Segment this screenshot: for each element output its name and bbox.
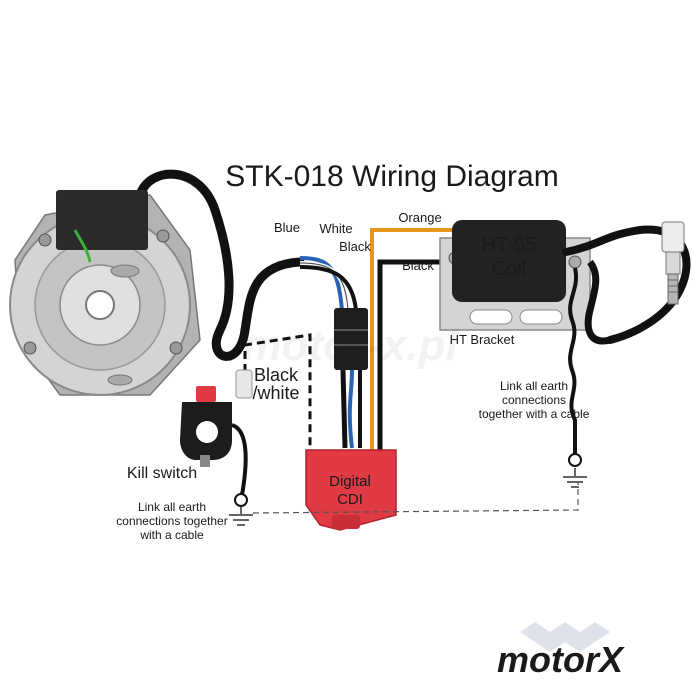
bullet-connector	[235, 369, 253, 399]
note-right-line1: Link all earth	[500, 379, 568, 393]
label-blue: Blue	[274, 220, 300, 235]
ht55-coil	[452, 220, 566, 302]
note-left-line2: connections together	[116, 514, 227, 528]
screw-icon	[169, 341, 183, 355]
cdi-label-line1: Digital	[329, 473, 371, 490]
kill-earth-wire	[231, 423, 248, 496]
coil-label-line1: HT-55	[482, 234, 536, 256]
ring-terminal-icon	[234, 493, 248, 507]
watermark-center: motor-x.pl	[242, 321, 458, 370]
black-wire	[299, 265, 358, 311]
connector-plug	[334, 308, 368, 370]
orange-wire	[370, 228, 470, 450]
label-black-white-line1: Black	[254, 365, 299, 385]
label-white: White	[319, 221, 352, 236]
screw-icon	[38, 233, 52, 247]
cdi-label-line2: CDI	[337, 491, 363, 508]
earth-icon	[563, 468, 587, 488]
ht-lead-loop	[584, 259, 611, 345]
stator	[9, 190, 201, 396]
stator-cable	[135, 169, 305, 361]
kill-switch-label: Kill switch	[127, 465, 197, 482]
diagram-title: STK-018 Wiring Diagram	[225, 160, 558, 193]
label-orange: Orange	[398, 210, 441, 225]
coil-earth-wire	[568, 267, 579, 455]
note-left-line3: with a cable	[139, 528, 204, 542]
label-ht-bracket: HT Bracket	[450, 332, 515, 347]
earth-icon	[229, 507, 253, 526]
kill-switch	[180, 386, 232, 467]
digital-cdi	[305, 449, 397, 531]
label-black: Black	[339, 239, 371, 254]
label-black-coil: Black	[402, 258, 434, 273]
earth-link-line	[252, 482, 579, 514]
ring-terminal-icon	[568, 453, 582, 467]
motorx-logo: motorX	[497, 622, 625, 680]
note-right-line2: connections	[502, 393, 566, 407]
screw-icon	[23, 341, 37, 355]
blue-wire-cdi	[347, 369, 354, 449]
note-left-line1: Link all earth	[138, 500, 206, 514]
spark-plug	[661, 221, 685, 305]
black-coil-wire	[377, 259, 450, 450]
logo-text: motorX	[497, 639, 625, 680]
screw-icon	[156, 229, 170, 243]
coil-label-line2: Coil	[492, 258, 526, 280]
pickup-block	[56, 190, 148, 250]
note-right-line3: together with a cable	[479, 407, 590, 421]
label-black-white-line2: /white	[252, 383, 299, 403]
